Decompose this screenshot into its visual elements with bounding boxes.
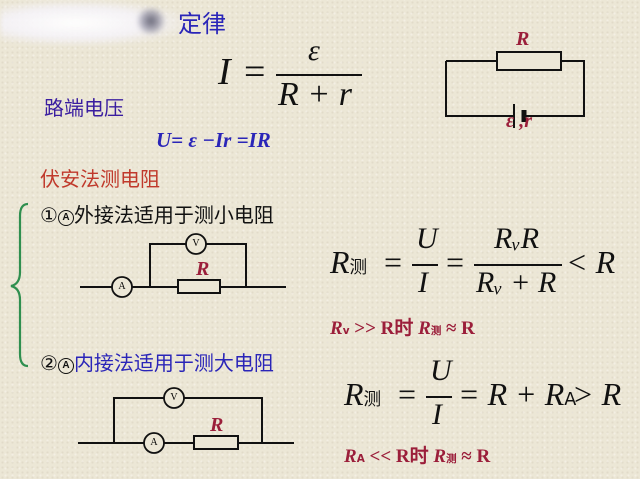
method2-formula: R测 = U I = R + RA > R bbox=[344, 354, 634, 440]
method2-condition: RA << R时 R测 ≈ R bbox=[344, 446, 491, 467]
m1-eq2: = bbox=[446, 244, 465, 280]
m1-eq1: = bbox=[384, 244, 403, 280]
method2-number: ② bbox=[40, 351, 58, 375]
terminal-voltage-label: 路端电压 bbox=[44, 96, 124, 120]
circuit-source-diagram bbox=[445, 51, 585, 128]
resistor-symbol bbox=[496, 51, 562, 71]
circuit-source-label: ε ,r bbox=[506, 110, 532, 132]
blurred-title-mark bbox=[136, 8, 166, 34]
internal-connection-circuit bbox=[78, 387, 294, 454]
circuit-resistor-label: R bbox=[516, 28, 530, 50]
method1-text: 外接法适用于测小电阻 bbox=[73, 203, 274, 227]
formula-numerator: ε bbox=[308, 34, 320, 67]
method2-text: 内接法适用于测大电阻 bbox=[73, 351, 274, 375]
terminal-voltage-equation: U= ε −Ir =IR bbox=[156, 128, 271, 152]
m2-eq1: = bbox=[398, 376, 417, 412]
m2-voltmeter-letter: V bbox=[170, 392, 178, 403]
m1-lhs: R测 bbox=[330, 244, 368, 280]
m1-num1: U bbox=[416, 222, 438, 255]
method1-formula: R测 = U I = RᵥR Rᵥ + R < R bbox=[330, 222, 620, 310]
resistor-symbol bbox=[193, 435, 239, 450]
main-formula: I = ε R + r bbox=[218, 34, 368, 120]
m2-num1: U bbox=[430, 354, 452, 387]
page-title-fragment: 定律 bbox=[178, 10, 226, 38]
m1-ammeter-letter: A bbox=[118, 281, 126, 292]
method1-condition: Rv >> R时 R测 ≈ R bbox=[330, 318, 475, 339]
m2-bar1 bbox=[426, 396, 452, 398]
m2-eq2: = R + RA bbox=[458, 376, 577, 412]
m2-rel: > R bbox=[572, 376, 622, 412]
m1-den2: Rᵥ + R bbox=[476, 266, 557, 299]
m1-rel: < R bbox=[566, 244, 616, 280]
m2-ammeter-letter: A bbox=[150, 437, 158, 448]
ammeter-symbol bbox=[143, 432, 165, 454]
ammeter-icon: A bbox=[57, 210, 74, 226]
m1-bar2 bbox=[474, 264, 562, 266]
ammeter-symbol bbox=[111, 276, 133, 298]
formula-eq: = bbox=[244, 51, 266, 93]
voltmeter-symbol bbox=[185, 233, 207, 255]
resistor-symbol bbox=[177, 279, 221, 294]
m1-bar1 bbox=[412, 264, 438, 266]
voltmeter-symbol bbox=[163, 387, 185, 409]
formula-denominator: R + r bbox=[278, 76, 352, 113]
section-title: 伏安法测电阻 bbox=[40, 167, 160, 191]
m2-lhs: R测 bbox=[344, 376, 382, 412]
m2-resistor-label: R bbox=[210, 414, 224, 436]
m1-num2: RᵥR bbox=[494, 222, 540, 255]
grouping-brace bbox=[10, 202, 29, 368]
m2-den1: I bbox=[432, 398, 442, 431]
method1-number: ① bbox=[40, 203, 58, 227]
m1-resistor-label: R bbox=[196, 258, 210, 280]
external-connection-circuit bbox=[80, 233, 286, 298]
formula-fraction-bar bbox=[276, 74, 362, 76]
ammeter-icon: A bbox=[57, 358, 74, 374]
formula-lhs: I bbox=[218, 51, 231, 93]
m1-voltmeter-letter: V bbox=[192, 238, 200, 249]
m1-den1: I bbox=[418, 266, 428, 299]
